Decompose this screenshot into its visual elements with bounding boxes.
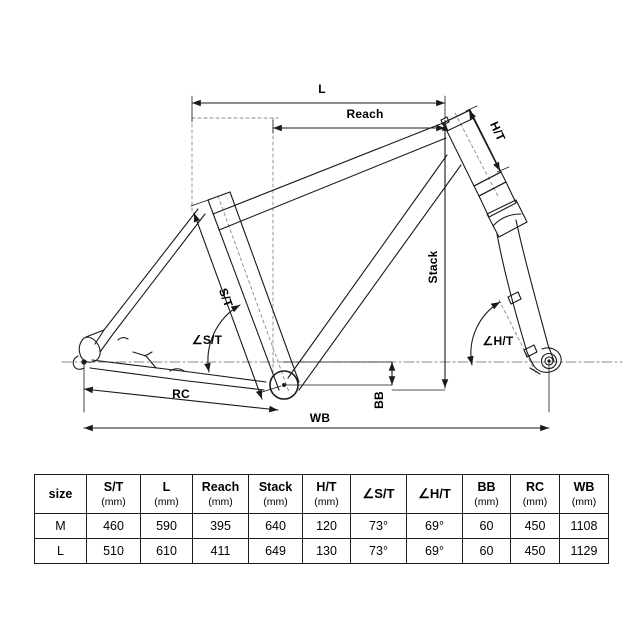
col-header-l: L (mm)	[140, 474, 193, 514]
cell-wb: 1108	[559, 513, 609, 539]
dimension-st	[190, 198, 282, 400]
label-st: S/T	[216, 286, 236, 309]
label-l: L	[318, 82, 326, 96]
col-header-wb: WB (mm)	[559, 474, 609, 514]
col-label: L	[162, 480, 171, 495]
label-rc: RC	[172, 387, 190, 401]
cell-reach: 395	[192, 513, 249, 539]
chain-stay-top	[91, 359, 267, 383]
col-label: Reach	[201, 480, 240, 495]
angle-arc-st	[204, 304, 241, 373]
col-label: size	[48, 486, 73, 501]
col-label: ∠H/T	[418, 485, 451, 501]
table-header-row: size S/T (mm) L (mm) Reach (mm)	[34, 474, 609, 514]
col-header-stack: Stack (mm)	[248, 474, 303, 514]
fork	[478, 181, 562, 375]
label-reach: Reach	[346, 107, 383, 121]
col-header-st: S/T (mm)	[86, 474, 141, 514]
col-header-ht: H/T (mm)	[302, 474, 351, 514]
col-unit: (mm)	[208, 495, 233, 508]
cell-bb: 60	[462, 513, 511, 539]
cell-st: 460	[86, 513, 141, 539]
angle-arc-ht	[467, 301, 501, 366]
dimension-rc	[83, 386, 279, 413]
cell-angle-ht: 69°	[406, 538, 463, 564]
cell-reach: 411	[192, 538, 249, 564]
cell-size: M	[34, 513, 87, 539]
col-label: RC	[525, 480, 545, 495]
col-header-angle-ht: ∠H/T	[406, 474, 463, 514]
col-unit: (mm)	[154, 495, 179, 508]
dimension-ht	[465, 105, 510, 173]
col-label: S/T	[103, 480, 124, 495]
label-stack: Stack	[426, 250, 440, 283]
cell-st: 510	[86, 538, 141, 564]
col-header-bb: BB (mm)	[462, 474, 511, 514]
top-tube-top	[212, 122, 444, 215]
cell-stack: 640	[248, 513, 303, 539]
table-row: M 460 590 395 640 120 73° 69° 60 450 110…	[34, 513, 609, 539]
top-tube-bottom	[218, 137, 447, 231]
table-row: L 510 610 411 649 130 73° 69° 60 450 112…	[34, 538, 609, 564]
cell-angle-ht: 69°	[406, 513, 463, 539]
cell-l: 610	[140, 538, 193, 564]
down-tube-bottom	[298, 164, 462, 391]
col-header-rc: RC (mm)	[510, 474, 560, 514]
label-angle-st: ∠S/T	[192, 333, 223, 347]
col-header-angle-st: ∠S/T	[350, 474, 407, 514]
construction-lines	[61, 112, 623, 393]
cell-stack: 649	[248, 538, 303, 564]
cell-size: L	[34, 538, 87, 564]
label-angle-ht: ∠H/T	[483, 334, 514, 348]
seat-stay-top	[94, 208, 199, 345]
col-unit: (mm)	[474, 495, 499, 508]
col-label: BB	[477, 480, 496, 495]
col-label: WB	[573, 480, 595, 495]
cell-bb: 60	[462, 538, 511, 564]
cell-ht: 130	[302, 538, 351, 564]
col-header-size: size	[34, 474, 87, 514]
col-unit: (mm)	[101, 495, 126, 508]
col-label: ∠S/T	[362, 485, 395, 501]
cell-l: 590	[140, 513, 193, 539]
cell-ht: 120	[302, 513, 351, 539]
cell-angle-st: 73°	[350, 538, 407, 564]
cell-rc: 450	[510, 538, 560, 564]
cell-angle-st: 73°	[350, 513, 407, 539]
down-tube-top	[287, 154, 448, 379]
col-unit: (mm)	[522, 495, 548, 508]
cell-wb: 1129	[559, 538, 609, 564]
label-wb: WB	[310, 411, 331, 425]
geometry-spec-table: size S/T (mm) L (mm) Reach (mm)	[34, 474, 609, 564]
col-header-reach: Reach (mm)	[192, 474, 249, 514]
col-unit: (mm)	[263, 495, 288, 508]
label-bb: BB	[372, 391, 386, 409]
col-label: Stack	[258, 480, 293, 495]
col-unit: (mm)	[314, 495, 339, 508]
seat-stay-bottom	[99, 213, 206, 353]
label-ht: H/T	[487, 119, 508, 143]
cell-rc: 450	[510, 513, 560, 539]
col-unit: (mm)	[571, 495, 597, 508]
col-label: H/T	[316, 480, 337, 495]
frame-geometry-diagram: L Reach H/T Stack S/T ∠S/T ∠H/T BB RC WB	[61, 82, 623, 432]
rear-dropout	[72, 329, 105, 370]
